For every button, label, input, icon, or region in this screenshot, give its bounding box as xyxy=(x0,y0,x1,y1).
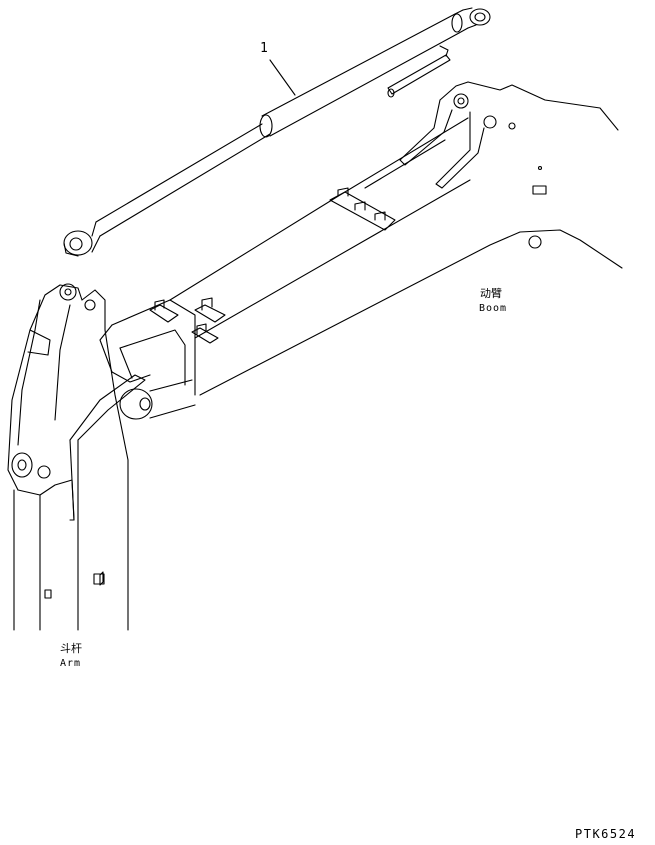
arm-label-en: Arm xyxy=(60,658,82,669)
callout-leader xyxy=(269,59,296,96)
arm-label-zh: 斗杆 xyxy=(60,642,82,655)
piston-rod xyxy=(95,123,271,237)
boom xyxy=(99,81,623,420)
arm xyxy=(7,283,146,631)
cylinder-tube xyxy=(261,13,460,137)
cylinder-rod-eye xyxy=(469,8,491,26)
drawing-code: PTK6524 xyxy=(575,827,637,841)
boom-label-en: Boom xyxy=(479,303,508,314)
callout-number: 1 xyxy=(260,41,269,56)
boom-label-zh: 动臂 xyxy=(480,287,502,300)
boom-nose-pin xyxy=(119,388,153,420)
hydraulic-cylinder xyxy=(63,7,491,257)
cylinder-head-eye xyxy=(63,230,93,256)
